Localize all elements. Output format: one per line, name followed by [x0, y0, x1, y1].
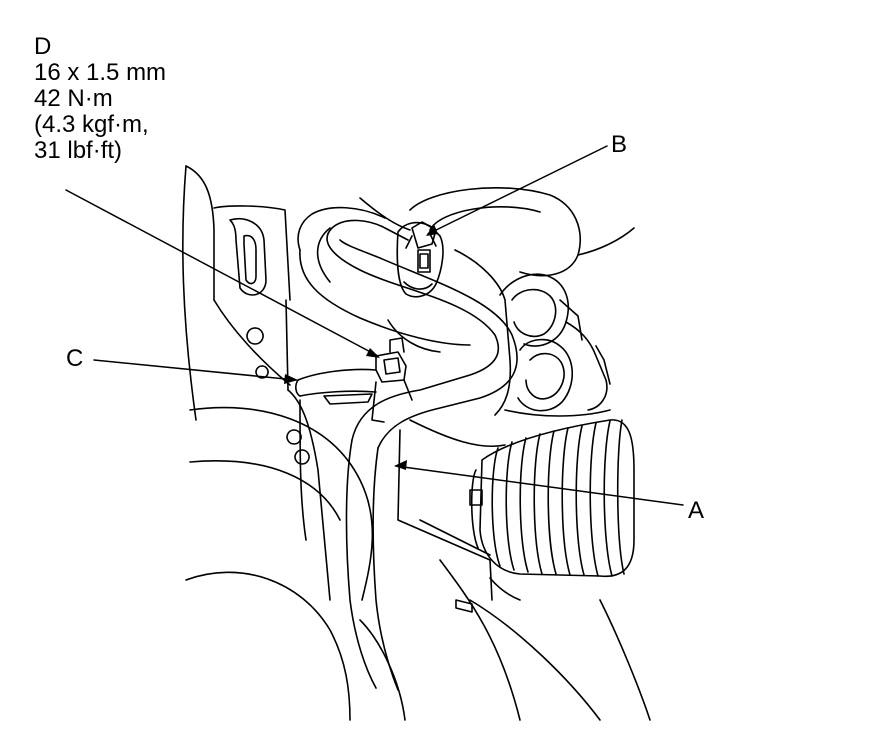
- torque-kgfm-text: (4.3 kgf·m,: [34, 111, 149, 138]
- callout-label-d: D: [34, 33, 52, 60]
- leader-line-b: [427, 145, 608, 235]
- leader-line-c: [93, 359, 297, 381]
- bolt-spec-block: D 16 x 1.5 mm 42 N·m (4.3 kgf·m, 31 lbf·…: [34, 34, 166, 164]
- callout-label-b: B: [611, 131, 628, 158]
- callout-label-c: C: [66, 345, 84, 372]
- steering-gearbox: [359, 187, 635, 613]
- subframe-bracket: [182, 165, 331, 601]
- arrowhead-b: [426, 224, 438, 236]
- leader-lines: [65, 145, 684, 506]
- leader-line-d: [65, 189, 379, 357]
- arrowhead-a: [394, 460, 407, 470]
- arrowhead-c: [284, 374, 298, 384]
- arrowhead-d: [366, 348, 380, 358]
- hose-a: [297, 206, 518, 691]
- bolt-size-text: 16 x 1.5 mm: [34, 59, 167, 86]
- callout-label-a: A: [688, 497, 705, 524]
- hose-clamp-b: [396, 221, 444, 298]
- torque-lbfft-text: 31 lbf·ft): [34, 137, 123, 164]
- background-contours: [185, 406, 651, 721]
- rack-boot-bellows: [469, 419, 635, 578]
- leader-line-a: [395, 465, 684, 506]
- torque-nm-text: 42 N·m: [34, 85, 113, 112]
- bracket-c-and-bolt-d: [295, 337, 413, 423]
